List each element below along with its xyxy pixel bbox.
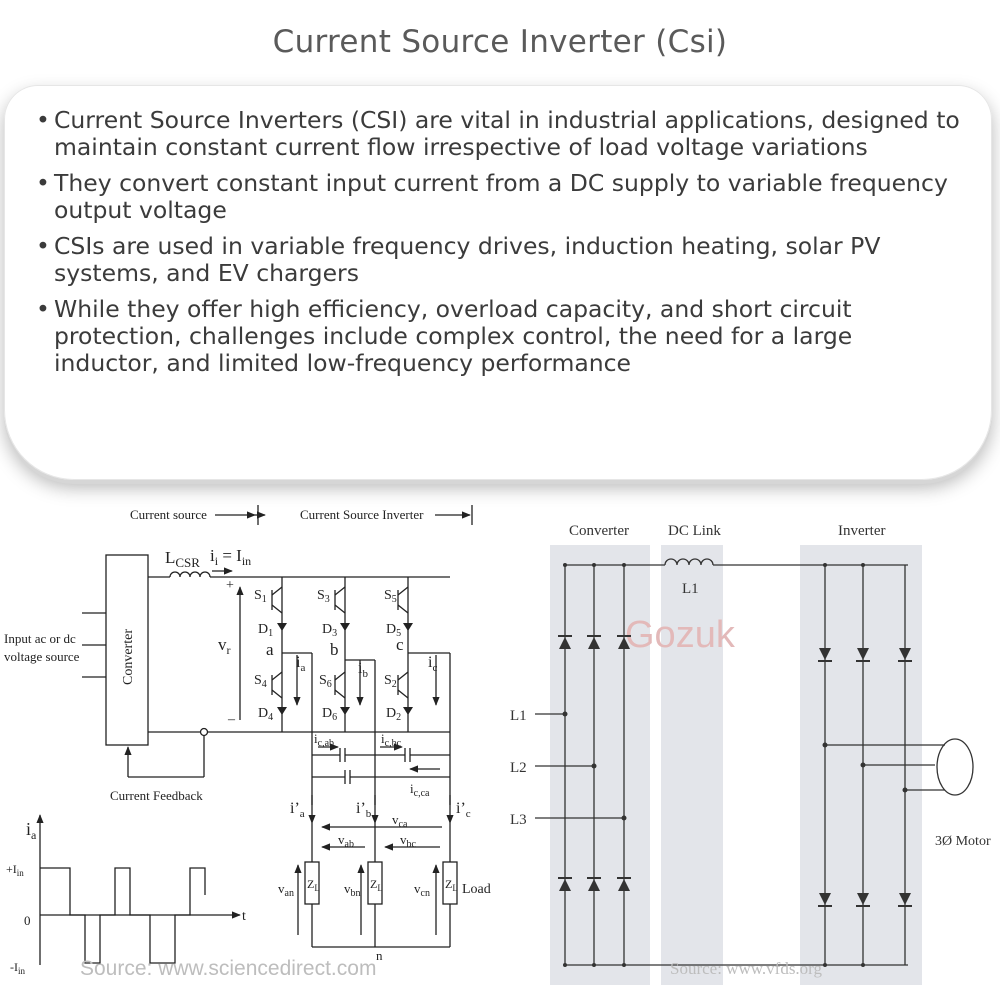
diode-label: D5 xyxy=(386,622,401,639)
waveform-zero-label: 0 xyxy=(24,913,31,928)
bullet-dot-icon: • xyxy=(36,232,50,260)
waveform-pos-label: +Iin xyxy=(6,862,24,878)
diode-label: D1 xyxy=(258,622,273,639)
impedance-label: ZL xyxy=(445,877,458,893)
switch-label: S1 xyxy=(254,588,267,605)
bullet-text: They convert constant input current from… xyxy=(54,169,948,224)
input-label-line2: voltage source xyxy=(4,649,80,664)
bullet-text: CSIs are used in variable frequency driv… xyxy=(54,232,881,287)
phase-current-label: ic xyxy=(428,654,437,674)
current-source-label: Current source xyxy=(130,507,207,522)
cap-current-label: ic,bc xyxy=(381,731,402,749)
diode-label: D4 xyxy=(258,706,273,723)
bullet-item: •CSIs are used in variable frequency dri… xyxy=(32,233,962,287)
current-waveform xyxy=(36,814,241,965)
phase-voltage-label: vbn xyxy=(344,881,361,899)
csi-circuit-diagram: Current source Current Source Inverter L… xyxy=(4,505,491,980)
page-title: Current Source Inverter (Csi) xyxy=(272,24,728,60)
input-label-line1: Input ac or dc xyxy=(4,631,76,646)
current-feedback-label: Current Feedback xyxy=(110,788,203,803)
summary-card: •Current Source Inverters (CSI) are vita… xyxy=(4,85,992,480)
switch-label: S2 xyxy=(384,673,397,690)
impedance-label: ZL xyxy=(370,877,383,893)
bullet-text: While they offer high efficiency, overlo… xyxy=(54,295,853,377)
switch-label: S6 xyxy=(319,673,332,690)
waveform-neg-label: -Iin xyxy=(10,960,26,976)
dclink-section-label: DC Link xyxy=(668,523,721,539)
diode-label: D2 xyxy=(386,706,401,723)
switch-label: S5 xyxy=(384,588,397,605)
node-label: c xyxy=(396,635,404,654)
bullet-dot-icon: • xyxy=(36,295,50,323)
neutral-label: n xyxy=(376,948,383,963)
bullet-item: •They convert constant input current fro… xyxy=(32,170,962,224)
input-line-label: L2 xyxy=(510,760,527,776)
converter-box-label: Converter xyxy=(121,629,136,685)
cap-current-label: ic,ca xyxy=(410,781,430,799)
vr-label: vr xyxy=(218,635,231,657)
input-line-label: L1 xyxy=(510,708,527,724)
watermark: Gozuk xyxy=(625,614,736,656)
inverter-switches xyxy=(818,648,912,907)
input-current-label: ii = Iin xyxy=(210,546,251,568)
line-voltage-label: vbc xyxy=(400,832,417,850)
load-current-label: i’b xyxy=(356,800,372,820)
waveform-y-label: ia xyxy=(26,819,37,842)
bullet-item: •While they offer high efficiency, overl… xyxy=(32,296,962,377)
junction-dots xyxy=(562,563,908,967)
switch-label: S4 xyxy=(254,673,267,690)
source-right: Source: www.vfds.org xyxy=(670,959,823,978)
line-voltage-label: vab xyxy=(338,832,354,850)
plus-sign: + xyxy=(226,578,234,593)
load-current-label: i’c xyxy=(456,800,471,820)
input-line-label: L3 xyxy=(510,812,527,828)
phase-voltage-label: vcn xyxy=(414,881,430,899)
switch-leg-upper xyxy=(277,623,413,715)
rectifier-diodes xyxy=(558,635,631,891)
bullet-dot-icon: • xyxy=(36,169,50,197)
node-label: b xyxy=(330,640,339,659)
inductor-label: LCSR xyxy=(165,548,200,570)
phase-current-label: ia xyxy=(296,654,305,674)
diode-label: D6 xyxy=(322,706,337,723)
load-current-label: i’a xyxy=(290,800,305,820)
source-left: Source: www.sciencedirect.com xyxy=(80,957,376,980)
phase-current-label: ib xyxy=(358,660,368,680)
diode-label: D3 xyxy=(322,622,337,639)
bullet-dot-icon: • xyxy=(36,106,50,134)
vfd-block-diagram: Gozuk xyxy=(510,523,991,985)
bullet-item: •Current Source Inverters (CSI) are vita… xyxy=(32,107,962,161)
cap-current-label: ic,ab xyxy=(314,731,334,749)
inverter-section-label: Inverter xyxy=(838,523,885,539)
dclink-inductor-label: L1 xyxy=(682,581,699,597)
converter-section-label: Converter xyxy=(569,523,629,539)
bullet-text: Current Source Inverters (CSI) are vital… xyxy=(54,106,960,161)
node-label: a xyxy=(266,640,274,659)
switch-label: S3 xyxy=(317,588,330,605)
phase-voltage-label: van xyxy=(278,881,294,899)
line-voltage-label: vca xyxy=(392,812,408,830)
bullet-list: •Current Source Inverters (CSI) are vita… xyxy=(4,85,992,377)
csi-label: Current Source Inverter xyxy=(300,507,424,522)
minus-sign: – xyxy=(227,712,236,727)
motor-label: 3Ø Motor xyxy=(935,834,991,849)
load-label: Load xyxy=(462,882,491,897)
waveform-x-label: t xyxy=(242,909,246,924)
impedance-label: ZL xyxy=(307,877,320,893)
